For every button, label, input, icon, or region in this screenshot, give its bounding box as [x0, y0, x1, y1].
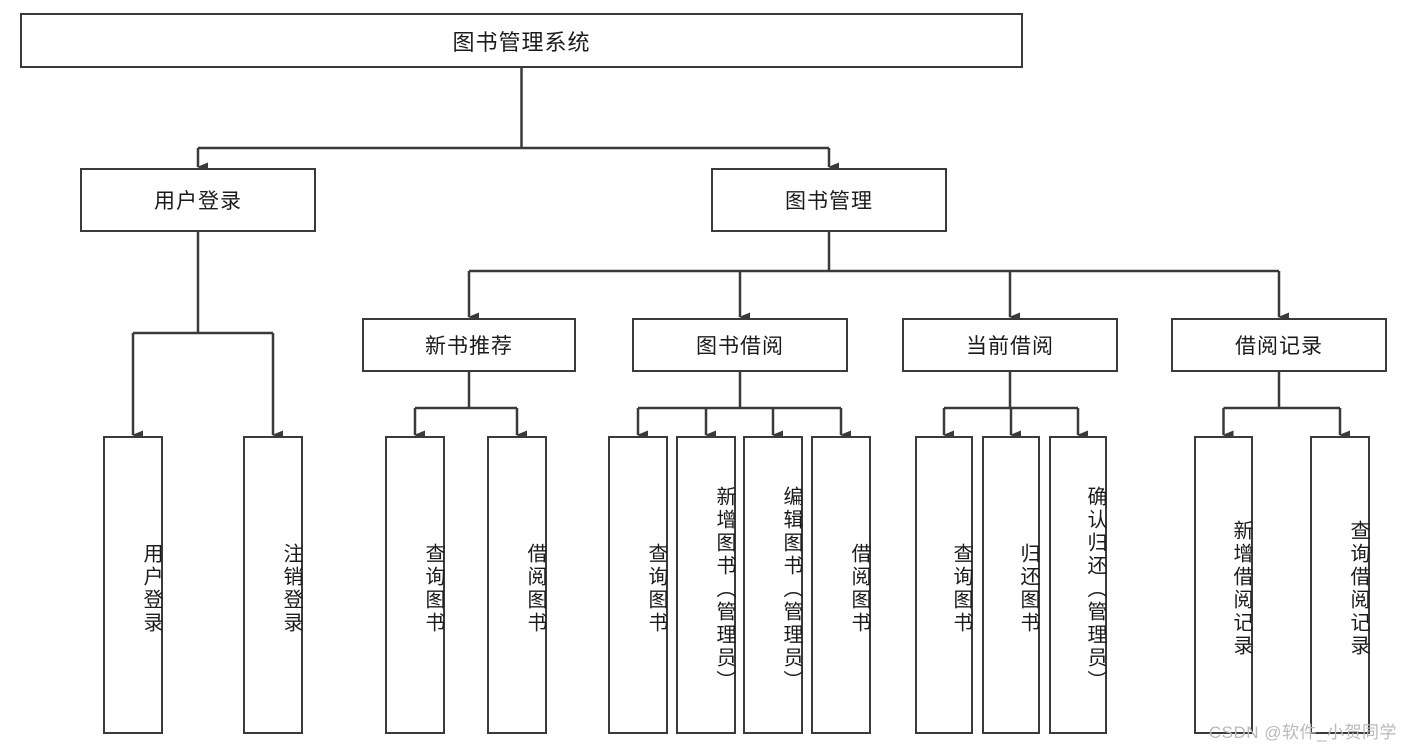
- node-label: 新增借阅记录: [1230, 520, 1252, 658]
- node-leaf-query-book-new[interactable]: 查询图书: [385, 436, 445, 734]
- node-borrow-record[interactable]: 借阅记录: [1171, 318, 1387, 372]
- node-leaf-add-record[interactable]: 新增借阅记录: [1194, 436, 1253, 734]
- node-book-mgmt[interactable]: 图书管理: [711, 168, 947, 232]
- node-label: 确认归还（管理员）: [1084, 485, 1106, 693]
- node-book-borrow[interactable]: 图书借阅: [632, 318, 848, 372]
- node-label: 新书推荐: [425, 335, 513, 358]
- node-leaf-borrow-book-new[interactable]: 借阅图书: [487, 436, 547, 734]
- node-leaf-query-record[interactable]: 查询借阅记录: [1310, 436, 1370, 734]
- node-label: 注销登录: [280, 543, 302, 635]
- node-label: 查询借阅记录: [1347, 520, 1369, 658]
- node-leaf-query-book-cb[interactable]: 查询图书: [915, 436, 973, 734]
- node-label: 新增图书（管理员）: [713, 485, 735, 693]
- node-label: 查询图书: [645, 543, 667, 635]
- node-new-book-rec[interactable]: 新书推荐: [362, 318, 576, 372]
- node-root-system[interactable]: 图书管理系统: [20, 13, 1023, 68]
- node-leaf-logout[interactable]: 注销登录: [243, 436, 303, 734]
- node-label: 借阅记录: [1235, 335, 1323, 358]
- node-user-login[interactable]: 用户登录: [80, 168, 316, 232]
- node-label: 图书借阅: [696, 335, 784, 358]
- node-label: 查询图书: [422, 543, 444, 635]
- node-label: 借阅图书: [848, 543, 870, 635]
- node-leaf-add-book[interactable]: 新增图书（管理员）: [676, 436, 736, 734]
- node-label: 借阅图书: [524, 543, 546, 635]
- node-leaf-edit-book[interactable]: 编辑图书（管理员）: [743, 436, 803, 734]
- node-leaf-return-book[interactable]: 归还图书: [982, 436, 1040, 734]
- node-current-borrow[interactable]: 当前借阅: [902, 318, 1118, 372]
- node-leaf-borrow-book-bb[interactable]: 借阅图书: [811, 436, 871, 734]
- node-leaf-user-login[interactable]: 用户登录: [103, 436, 163, 734]
- node-label: 图书管理系统: [452, 29, 591, 55]
- watermark-text: CSDN @软件_小贺同学: [1208, 723, 1397, 742]
- node-label: 图书管理: [785, 190, 873, 213]
- node-label: 当前借阅: [966, 335, 1054, 358]
- node-label: 查询图书: [950, 543, 972, 635]
- node-label: 用户登录: [140, 543, 162, 635]
- node-label: 用户登录: [154, 190, 242, 213]
- node-label: 编辑图书（管理员）: [780, 485, 802, 693]
- node-leaf-confirm-return[interactable]: 确认归还（管理员）: [1049, 436, 1107, 734]
- node-leaf-query-book-bb[interactable]: 查询图书: [608, 436, 668, 734]
- node-label: 归还图书: [1017, 543, 1039, 635]
